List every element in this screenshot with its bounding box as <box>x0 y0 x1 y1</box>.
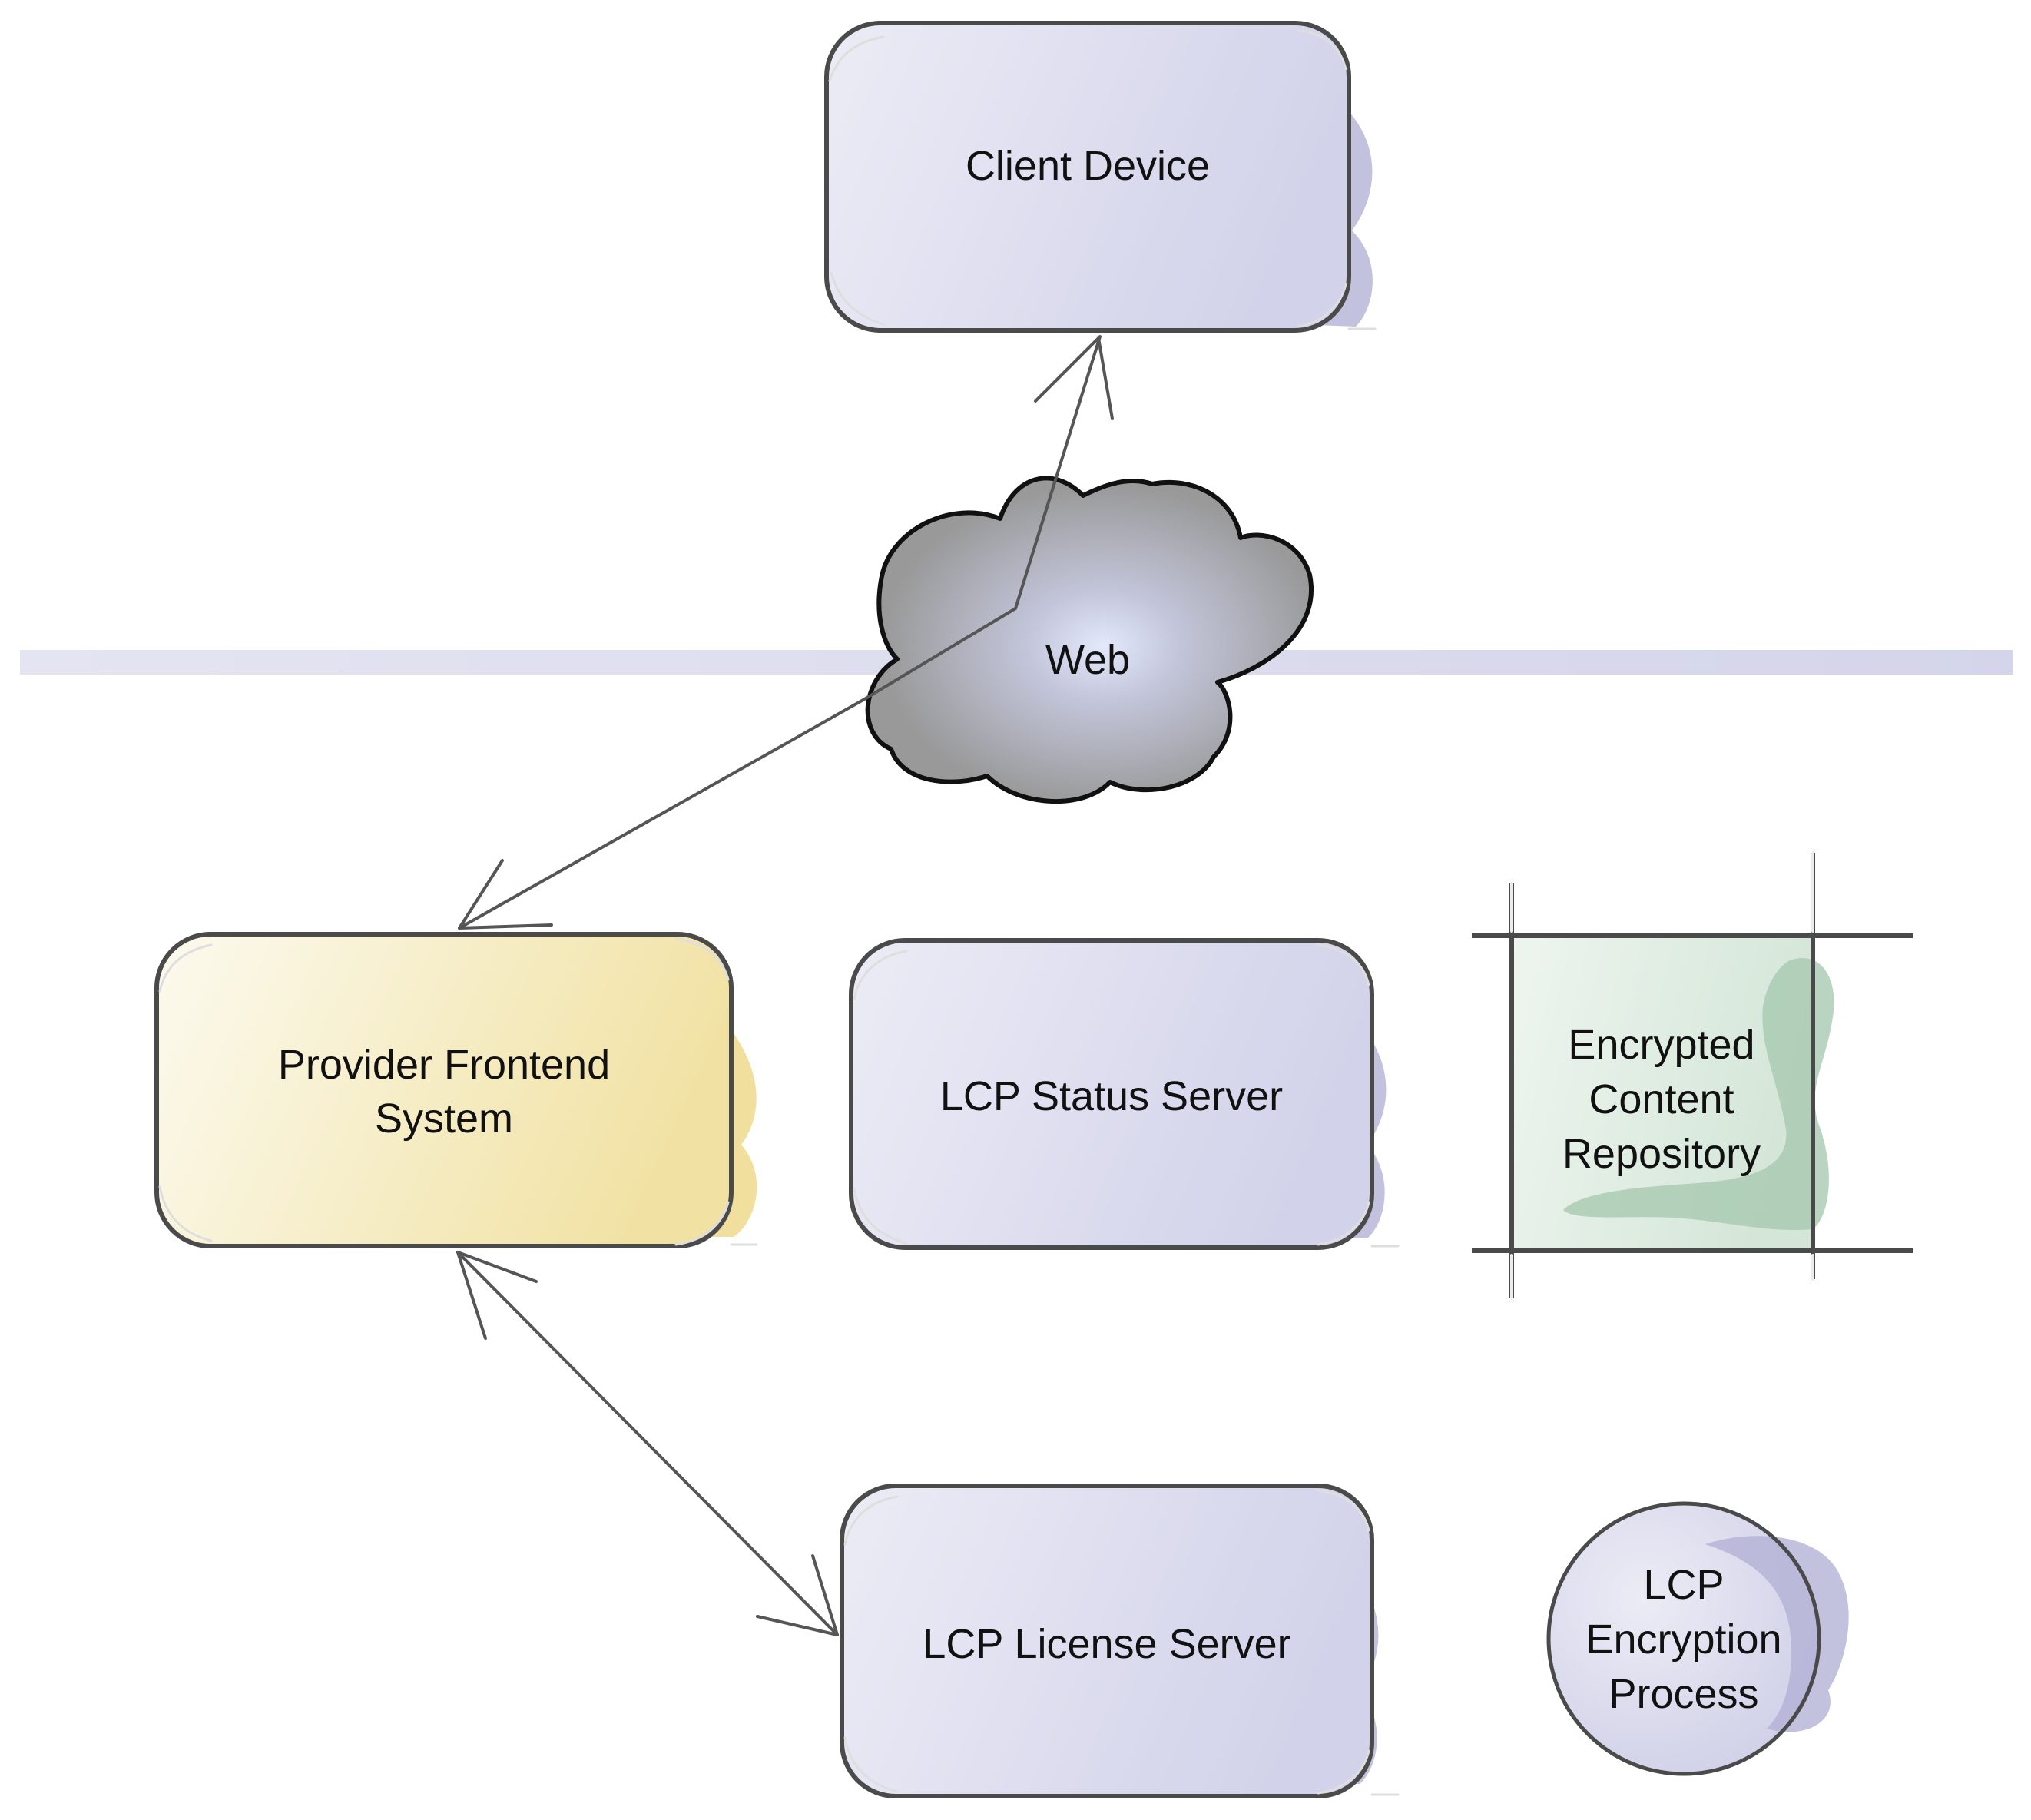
lcp-license-server-label: LCP License Server <box>923 1621 1290 1667</box>
lcp-status-server-box <box>849 938 1374 1250</box>
client-device-label: Client Device <box>966 143 1210 189</box>
client-device-sketch <box>828 29 1377 330</box>
provider-frontend-box <box>154 932 734 1248</box>
encrypted-content-repository-label: Encrypted <box>1568 1022 1754 1068</box>
provider-frontend-label-line2: System <box>375 1096 513 1142</box>
provider-frontend-node[interactable]: Provider Frontend System <box>154 932 758 1248</box>
web-cloud-label: Web <box>1045 637 1130 683</box>
web-cloud-node[interactable]: Web <box>865 476 1314 804</box>
provider-frontend-label: Provider Frontend <box>278 1042 610 1088</box>
lcp-license-server-sketch <box>843 1489 1400 1796</box>
encrypted-content-repository-shade <box>1563 958 1834 1231</box>
lcp-encryption-process-node[interactable]: LCP Encryption Process <box>1546 1501 1849 1776</box>
connector-provider-frontend-to-license-server-line <box>456 1251 839 1636</box>
lcp-encryption-process-label: LCP <box>1643 1562 1724 1608</box>
lcp-status-server-node[interactable]: LCP Status Server <box>849 938 1400 1250</box>
repository-sketch <box>1510 851 1814 1300</box>
connector-web-to-provider-frontend-arrowhead <box>458 859 553 930</box>
connector-web-to-provider-frontend-line <box>458 699 863 930</box>
connector-provider-frontend-to-license-server-arrowhead-top <box>456 1251 538 1340</box>
lcp-status-server-sketch <box>853 943 1400 1248</box>
lcp-encryption-process-circle <box>1549 1503 1819 1774</box>
lcp-encryption-process-label-line3: Process <box>1609 1671 1758 1717</box>
encrypted-content-repository-label-line3: Repository <box>1562 1131 1761 1177</box>
lcp-status-server-label: LCP Status Server <box>940 1073 1283 1119</box>
lcp-encryption-process-outline <box>1546 1501 1821 1776</box>
lcp-license-server-box <box>840 1484 1374 1798</box>
client-device-box <box>824 21 1351 333</box>
connector-web-to-client-device-arrowhead <box>1034 336 1114 420</box>
provider-frontend-sketch <box>158 937 758 1246</box>
connector-provider-frontend-to-license-server-arrowhead-bottom <box>756 1554 839 1636</box>
encrypted-content-repository-node[interactable]: Encrypted Content Repository <box>1472 851 1913 1300</box>
connector-web-to-provider-frontend <box>458 699 863 930</box>
encrypted-content-repository-label-line2: Content <box>1589 1076 1734 1122</box>
lcp-license-server-node[interactable]: LCP License Server <box>840 1484 1400 1798</box>
connector-provider-frontend-to-license-server <box>456 1251 839 1636</box>
lcp-encryption-process-label-line2: Encryption <box>1585 1616 1781 1663</box>
connector-web-to-client-device <box>860 335 1114 702</box>
connector-web-to-client-device-line <box>860 335 1102 702</box>
client-device-node[interactable]: Client Device <box>824 21 1377 333</box>
web-cloud-shape <box>865 476 1314 804</box>
